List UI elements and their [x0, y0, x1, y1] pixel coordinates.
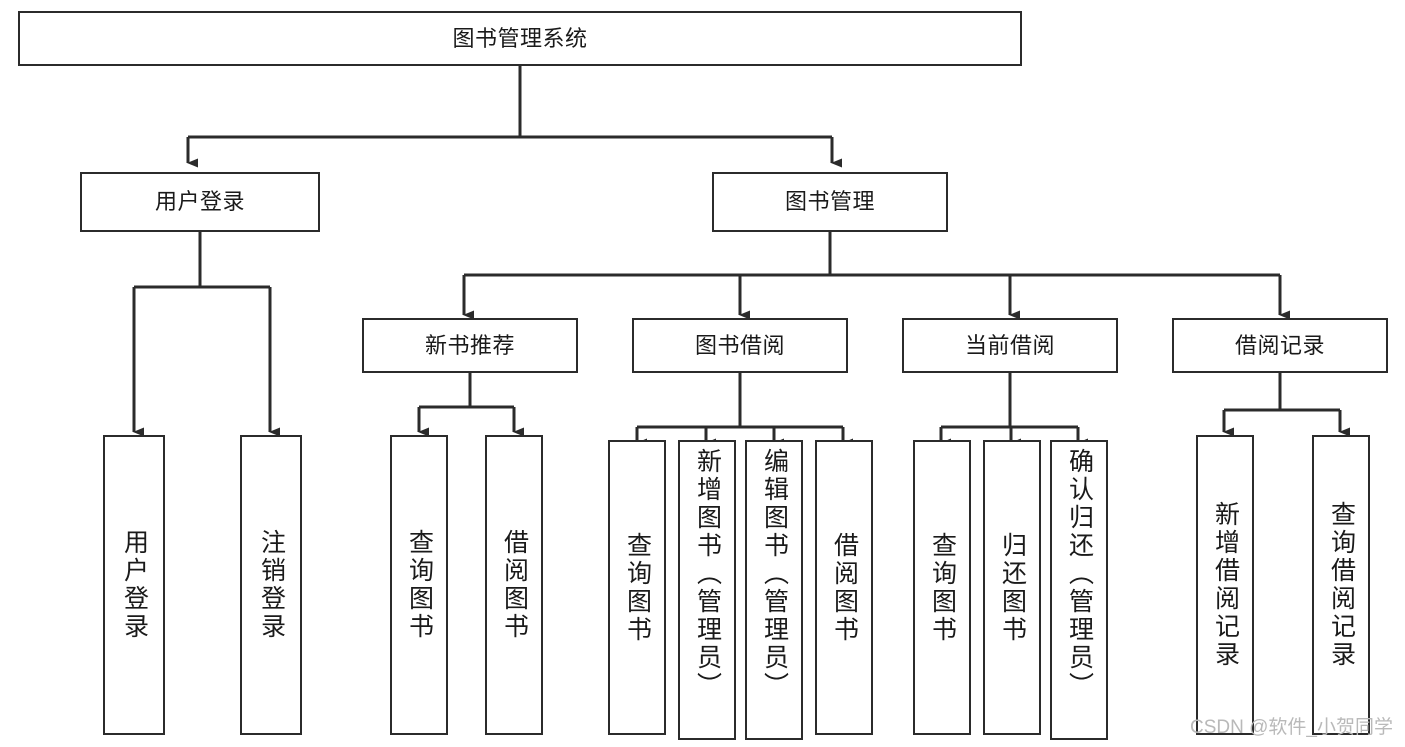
node-leaf-query-borrow-record-label: 查询借阅记录: [1327, 501, 1356, 669]
node-book-management-label: 图书管理: [784, 189, 875, 215]
node-leaf-borrow-book-2[interactable]: 借阅图书: [815, 440, 873, 735]
watermark-text: CSDN @软件_小贺同学: [1190, 717, 1393, 738]
node-current-borrow[interactable]: 当前借阅: [902, 318, 1118, 373]
node-leaf-add-book-admin[interactable]: 新增图书（管理员）: [678, 440, 736, 740]
node-borrow-record-label: 借阅记录: [1234, 332, 1325, 358]
node-leaf-logout-login[interactable]: 注销登录: [240, 435, 302, 735]
node-leaf-edit-book-admin[interactable]: 编辑图书（管理员）: [745, 440, 803, 740]
node-leaf-add-borrow-record-label: 新增借阅记录: [1211, 501, 1240, 669]
node-leaf-confirm-return-admin[interactable]: 确认归还（管理员）: [1050, 440, 1108, 740]
node-leaf-add-book-admin-label: 新增图书（管理员）: [693, 448, 722, 700]
node-leaf-confirm-return-admin-label: 确认归还（管理员）: [1065, 448, 1094, 700]
node-borrow-record[interactable]: 借阅记录: [1172, 318, 1388, 373]
node-leaf-logout-login-label: 注销登录: [257, 529, 286, 641]
node-leaf-add-borrow-record[interactable]: 新增借阅记录: [1196, 435, 1254, 735]
node-root[interactable]: 图书管理系统: [18, 11, 1022, 66]
node-new-book-recommend-label: 新书推荐: [424, 332, 515, 358]
node-leaf-user-login[interactable]: 用户登录: [103, 435, 165, 735]
node-leaf-return-book-label: 归还图书: [998, 531, 1027, 644]
node-user-login[interactable]: 用户登录: [80, 172, 320, 232]
node-leaf-query-book-1-label: 查询图书: [405, 529, 434, 641]
node-leaf-query-book-2[interactable]: 查询图书: [608, 440, 666, 735]
node-leaf-query-book-1[interactable]: 查询图书: [390, 435, 448, 735]
node-leaf-borrow-book-1-label: 借阅图书: [500, 529, 529, 641]
node-book-management[interactable]: 图书管理: [712, 172, 948, 232]
node-user-login-label: 用户登录: [154, 189, 245, 215]
node-leaf-borrow-book-1[interactable]: 借阅图书: [485, 435, 543, 735]
node-leaf-query-borrow-record[interactable]: 查询借阅记录: [1312, 435, 1370, 735]
node-new-book-recommend[interactable]: 新书推荐: [362, 318, 578, 373]
node-leaf-borrow-book-2-label: 借阅图书: [830, 531, 859, 644]
node-leaf-query-book-3[interactable]: 查询图书: [913, 440, 971, 735]
node-book-borrow[interactable]: 图书借阅: [632, 318, 848, 373]
node-leaf-edit-book-admin-label: 编辑图书（管理员）: [760, 448, 789, 700]
node-leaf-return-book[interactable]: 归还图书: [983, 440, 1041, 735]
node-leaf-query-book-2-label: 查询图书: [623, 531, 652, 644]
node-book-borrow-label: 图书借阅: [694, 332, 785, 358]
node-leaf-user-login-label: 用户登录: [120, 529, 149, 641]
node-root-label: 图书管理系统: [452, 25, 588, 51]
node-leaf-query-book-3-label: 查询图书: [928, 531, 957, 644]
node-current-borrow-label: 当前借阅: [964, 332, 1055, 358]
